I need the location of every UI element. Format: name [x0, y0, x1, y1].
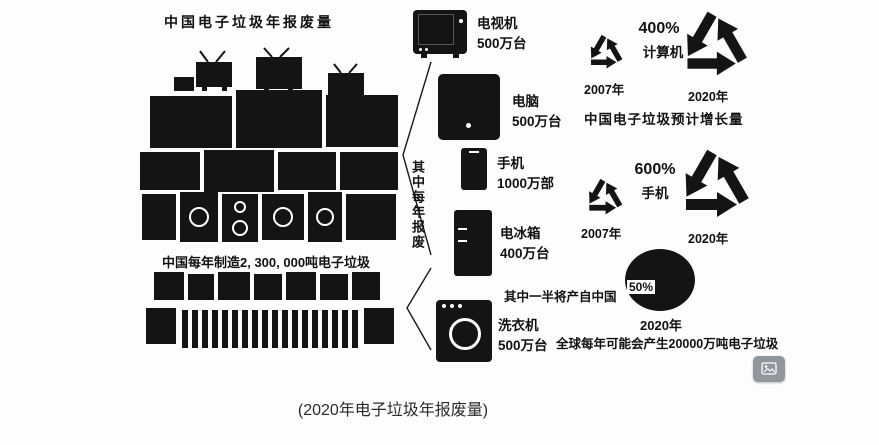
fridge-label: 电冰箱 400万台	[500, 224, 550, 265]
year-to-phones: 2020年	[688, 232, 729, 246]
year-from-computers: 2007年	[584, 83, 625, 97]
picture-icon	[761, 362, 777, 375]
washer-controls	[442, 304, 446, 308]
recycle-icon-small-phones	[584, 178, 624, 218]
china-share-note: 其中一半将产自中国	[504, 290, 617, 304]
washer-qty: 500万台	[498, 338, 548, 354]
pile-annual-total: 中国每年制造2, 300, 000吨电子垃圾	[160, 252, 373, 271]
fridge-name: 电冰箱	[500, 226, 541, 241]
washer-controls	[458, 304, 462, 308]
tv-screen	[418, 14, 454, 45]
washing-machine-icon	[436, 300, 492, 362]
computer-label: 电脑 500万台	[512, 92, 562, 133]
washer-name: 洗衣机	[498, 318, 539, 333]
growth-caption: 中国电子垃圾预计增长量	[584, 112, 744, 127]
growth-percent-phones: 600%	[634, 161, 676, 178]
computer-icon	[438, 74, 500, 140]
fridge-handle	[458, 240, 467, 242]
washer-label: 洗衣机 500万台	[498, 316, 548, 357]
growth-percent-computers: 400%	[638, 20, 680, 37]
tv-icon	[413, 10, 467, 58]
phone-icon	[461, 148, 487, 190]
tv-leg	[421, 54, 427, 58]
year-to-computers: 2020年	[688, 90, 729, 104]
china-share-value: 50%	[627, 280, 656, 294]
bracket-lines	[402, 61, 432, 351]
global-note: 全球每年可能会产生20000万吨电子垃圾	[556, 337, 779, 351]
figure-caption: (2020年电子垃圾年报废量)	[297, 402, 489, 419]
phone-name: 手机	[497, 156, 524, 171]
year-from-phones: 2007年	[581, 227, 622, 241]
recycle-icon-large-phones	[676, 148, 752, 224]
image-action-button[interactable]	[753, 356, 785, 382]
bracket-label: 其中每年报废	[410, 160, 425, 250]
tv-name: 电视机	[477, 16, 518, 31]
tv-leg	[453, 54, 459, 58]
computer-name: 电脑	[512, 94, 539, 109]
computer-qty: 500万台	[512, 114, 562, 130]
tv-knob	[459, 19, 463, 23]
e-waste-pile-illustration	[140, 47, 398, 348]
fridge-icon	[454, 210, 492, 276]
pile-title: 中国电子垃圾年报废量	[164, 14, 334, 30]
tv-dot	[419, 48, 422, 51]
phone-speaker	[469, 151, 479, 153]
tv-label: 电视机 500万台	[477, 14, 527, 55]
growth-category-computers: 计算机	[642, 45, 684, 60]
fridge-handle	[458, 228, 467, 230]
tv-dot	[425, 48, 428, 51]
computer-logo	[466, 123, 471, 128]
washer-door	[449, 318, 481, 350]
phone-label: 手机 1000万部	[497, 154, 554, 195]
growth-category-phones: 手机	[641, 186, 669, 201]
fridge-qty: 400万台	[500, 246, 550, 262]
recycle-icon-small-computers	[586, 34, 624, 72]
washer-controls	[450, 304, 454, 308]
phone-qty: 1000万部	[497, 176, 555, 192]
recycle-icon-large-computers	[678, 10, 750, 82]
global-year: 2020年	[640, 318, 682, 333]
tv-qty: 500万台	[477, 36, 527, 52]
